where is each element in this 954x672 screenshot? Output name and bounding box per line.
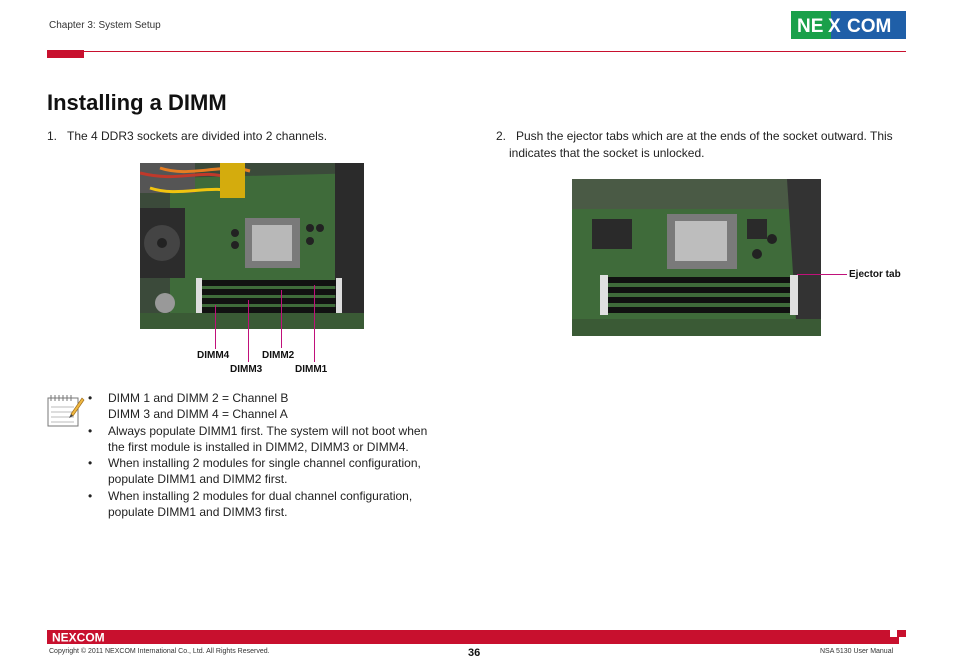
step-2-text-line2: indicates that the socket is unlocked. <box>509 146 705 160</box>
page-number: 36 <box>468 647 481 659</box>
footer-bar <box>47 630 906 644</box>
manual-name: NSA 5130 User Manual <box>820 648 894 655</box>
ejector-tab-label: Ejector tab <box>849 269 901 280</box>
note-2-line2: the first module is installed in DIMM2, … <box>108 439 409 454</box>
footer-square <box>899 637 906 644</box>
dimm2-label: DIMM2 <box>262 350 295 361</box>
note-3-line1: When installing 2 modules for single cha… <box>108 456 421 471</box>
dimm-slots-photo <box>572 179 821 336</box>
note-4-line2: populate DIMM1 and DIMM3 first. <box>108 505 288 520</box>
note-item: • When installing 2 modules for dual cha… <box>88 488 448 521</box>
notepad-icon <box>47 395 85 427</box>
svg-text:NE: NE <box>797 16 823 37</box>
step-1-text: The 4 DDR3 sockets are divided into 2 ch… <box>67 129 328 143</box>
page-title: Installing a DIMM <box>47 90 227 115</box>
svg-text:COM: COM <box>847 16 891 37</box>
step-1-number: 1. <box>47 129 58 143</box>
svg-text:NEXCOM: NEXCOM <box>52 631 105 643</box>
note-3-line2: populate DIMM1 and DIMM2 first. <box>108 472 288 487</box>
ejector-leader <box>797 274 847 275</box>
dimm2-leader <box>281 290 282 348</box>
motherboard-photo <box>140 163 364 329</box>
note-item: • Always populate DIMM1 first. The syste… <box>88 423 448 456</box>
svg-text:X: X <box>828 16 841 37</box>
dimm3-leader <box>248 300 249 362</box>
header-rule <box>84 51 906 52</box>
step-2: 2. Push the ejector tabs which are at the… <box>496 128 906 162</box>
footer-square <box>899 630 906 637</box>
copyright-text: Copyright © 2011 NEXCOM International Co… <box>49 648 270 655</box>
note-2-line1: Always populate DIMM1 first. The system … <box>108 423 428 438</box>
note-4-line1: When installing 2 modules for dual chann… <box>108 488 413 503</box>
dimm4-leader <box>215 305 216 349</box>
dimm1-leader <box>314 285 315 362</box>
dimm1-label: DIMM1 <box>295 364 328 375</box>
header-accent <box>47 50 84 58</box>
step-2-number: 2. <box>496 129 507 143</box>
note-item: • When installing 2 modules for single c… <box>88 455 448 488</box>
note-1-line1: DIMM 1 and DIMM 2 = Channel B <box>108 391 289 405</box>
footer-square <box>890 630 897 637</box>
footer-nexcom-logo: NEXCOM <box>52 631 105 643</box>
chapter-label: Chapter 3: System Setup <box>49 20 161 31</box>
step-2-text-line1: Push the ejector tabs which are at the e… <box>516 129 893 143</box>
note-1-line2: DIMM 3 and DIMM 4 = Channel A <box>108 407 288 422</box>
dimm3-label: DIMM3 <box>230 364 263 375</box>
nexcom-logo: NE X COM <box>791 11 906 39</box>
dimm4-label: DIMM4 <box>197 350 230 361</box>
step-1: 1. The 4 DDR3 sockets are divided into 2 … <box>47 128 447 145</box>
notes-list: • DIMM 1 and DIMM 2 = Channel B DIMM 3 a… <box>88 390 448 520</box>
note-item: • DIMM 1 and DIMM 2 = Channel B DIMM 3 a… <box>88 390 448 423</box>
